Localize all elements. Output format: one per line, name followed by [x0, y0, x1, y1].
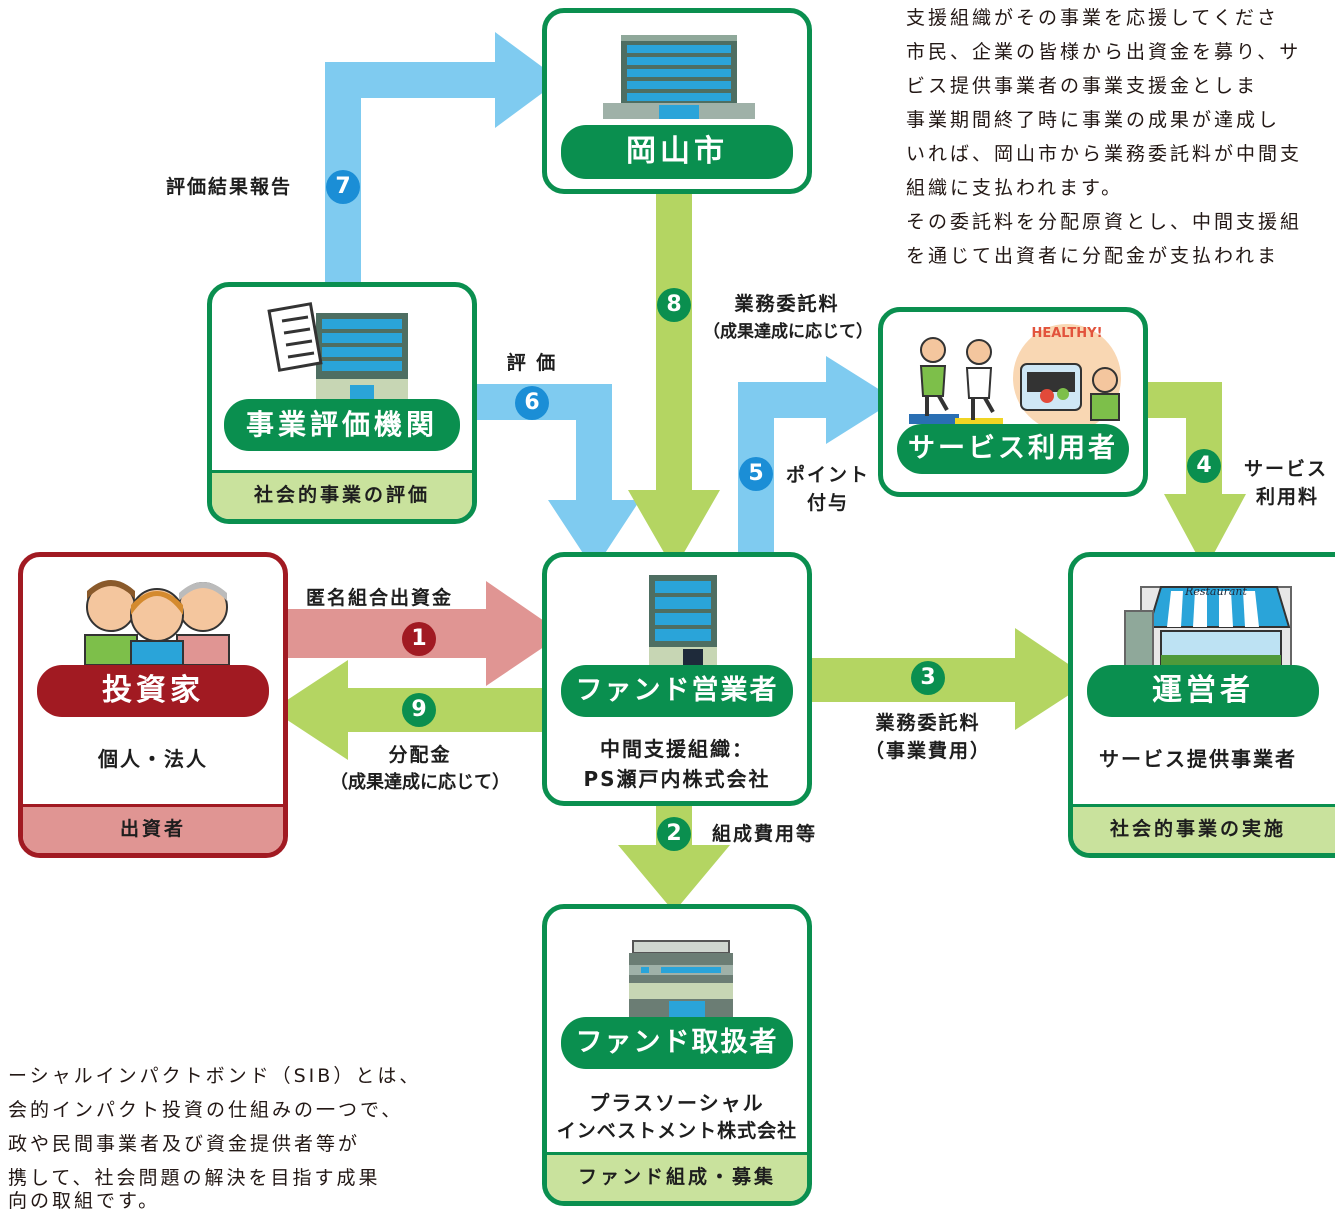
top-right-line: 支援組織がその事業を応援してくださ	[906, 7, 1279, 29]
flow-7-label: 評価結果報告	[166, 176, 293, 198]
flow-9-number: 9	[402, 693, 436, 727]
flow-3-label-1: 業務委託料	[875, 712, 981, 734]
operator-card: Restaurant 運営者 サービス提供事業者 社会的事業の実施	[1068, 552, 1335, 858]
investor-card: 投資家 個人・法人 出資者	[18, 552, 288, 858]
flow-2-number: 2	[657, 817, 691, 851]
fund-handler-building-icon	[629, 940, 733, 1023]
top-right-line: いれば、岡山市から業務委託料が中間支	[906, 143, 1303, 165]
investor-title: 投資家	[37, 665, 269, 717]
fund-operator-building-icon	[649, 575, 717, 667]
top-right-line: その委託料を分配原資とし、中間支援組	[906, 211, 1303, 233]
investors-people-icon	[84, 580, 230, 665]
flow-6-label: 評 価	[506, 352, 558, 374]
arrow-evaluation	[475, 384, 640, 570]
top-right-line: 事業期間終了時に事業の成果が達成し	[906, 109, 1281, 131]
flow-2-label: 組成費用等	[712, 823, 818, 845]
bottom-left-line: 向の取組です。	[8, 1190, 161, 1212]
operator-subtitle: サービス提供事業者	[1099, 747, 1297, 771]
okayama-city-card: 岡山市	[542, 8, 812, 194]
operator-role: 社会的事業の実施	[1073, 804, 1335, 853]
fund-handler-subtitle-2: インベストメント株式会社	[556, 1120, 798, 1142]
flow-5-label-2: 付与	[806, 492, 849, 514]
flow-4-label-1: サービス	[1244, 458, 1329, 480]
flow-6-number: 6	[515, 386, 549, 420]
restaurant-icon	[1124, 586, 1292, 667]
fund-operator-title: ファンド営業者	[561, 665, 793, 717]
flow-8-number: 8	[657, 288, 691, 322]
fund-operator-card: ファンド営業者 中間支援組織： PS瀬戸内株式会社	[542, 552, 812, 806]
investor-role: 出資者	[23, 804, 283, 853]
arrow-point-grant	[738, 356, 896, 552]
flow-1-number: 1	[402, 622, 436, 656]
arrow-evaluation-report	[325, 32, 560, 282]
flow-5-number: 5	[739, 457, 773, 491]
top-right-line: 市民、企業の皆様から出資金を募り、サ	[906, 41, 1302, 63]
investor-subtitle: 個人・法人	[98, 747, 208, 771]
evaluation-building-icon	[267, 302, 408, 407]
flow-1-label: 匿名組合出資金	[306, 587, 454, 609]
arrow-outcome-payment	[628, 190, 720, 570]
bottom-left-line: ーシャルインパクトボンド（SIB）とは、	[8, 1065, 422, 1087]
fund-handler-title: ファンド取扱者	[561, 1017, 793, 1069]
yoga-people-icon	[909, 337, 1003, 428]
flow-8-label-2: （成果達成に応じて）	[703, 322, 873, 342]
flow-9-label-1: 分配金	[388, 744, 452, 766]
evaluator-role: 社会的事業の評価	[212, 470, 472, 519]
flow-9-label-2: （成果達成に応じて）	[330, 772, 510, 793]
flow-5-label-1: ポイント	[785, 464, 870, 486]
bottom-left-line: 会的インパクト投資の仕組みの一つで、	[8, 1099, 404, 1121]
top-right-line: 組織に支払われます。	[906, 177, 1124, 199]
bottom-left-line: 政や民間事業者及び資金提供者等が	[8, 1133, 361, 1155]
arrow-setup-cost	[618, 805, 730, 912]
service-user-card: HEALTHY! サービス利用者	[878, 307, 1148, 497]
flow-4-label-2: 利用料	[1256, 486, 1320, 508]
bottom-left-line: 携して、社会問題の解決を目指す成果	[8, 1167, 381, 1189]
healthy-sign: HEALTHY!	[1031, 326, 1103, 341]
fund-handler-subtitle-1: プラスソーシャル	[589, 1091, 765, 1115]
top-right-line: ビス提供事業者の事業支援金としま	[906, 75, 1259, 97]
flow-3-number: 3	[911, 661, 945, 695]
top-right-line: を通じて出資者に分配金が支払われま	[906, 245, 1280, 267]
restaurant-sign: Restaurant	[1185, 585, 1247, 598]
okayama-city-title: 岡山市	[561, 125, 793, 179]
flow-8-label-1: 業務委託料	[734, 293, 840, 315]
city-hall-building-icon	[603, 35, 755, 119]
evaluator-title: 事業評価機関	[224, 399, 460, 451]
fund-handler-card: ファンド取扱者 プラスソーシャル インベストメント株式会社 ファンド組成・募集	[542, 904, 812, 1206]
arrow-commission-fee	[812, 628, 1092, 730]
flow-7-number: 7	[326, 170, 360, 204]
flow-4-number: 4	[1187, 449, 1221, 483]
operator-title: 運営者	[1087, 665, 1319, 717]
fund-operator-subtitle-1: 中間支援組織：	[600, 737, 754, 761]
flow-3-label-2: （事業費用）	[864, 740, 991, 762]
healthy-food-icon	[1013, 324, 1121, 428]
service-user-title: サービス利用者	[897, 424, 1129, 474]
fund-operator-subtitle-2: PS瀬戸内株式会社	[583, 767, 771, 791]
fund-handler-role: ファンド組成・募集	[547, 1152, 807, 1201]
evaluator-card: 事業評価機関 社会的事業の評価	[207, 282, 477, 524]
